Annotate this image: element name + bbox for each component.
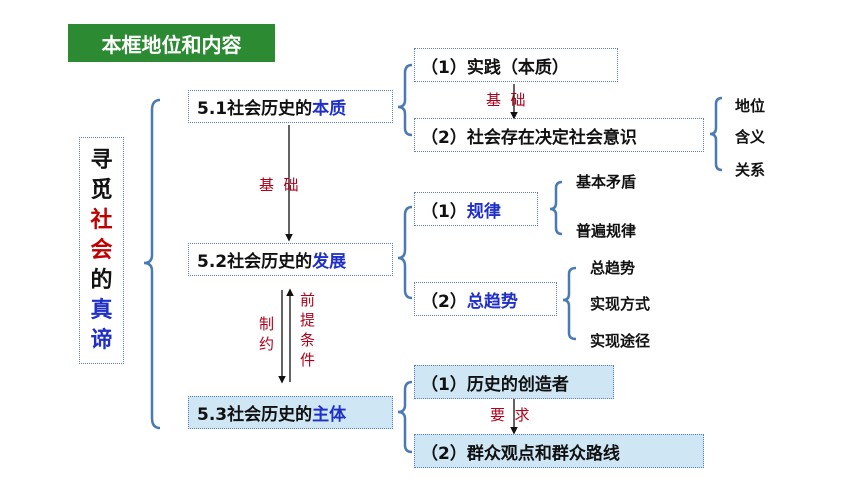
section-2: 5.2社会历史的发展 [188,243,393,276]
s1-link-label: 基 础 [486,91,526,109]
root-char: 社 [90,207,113,233]
root-node: 寻 觅 社 会 的 真 谛 [79,137,124,364]
s2-bracket [397,205,413,300]
section-1-key: 本质 [312,99,347,119]
s1-leaf: 含义 [735,128,766,146]
s2b-leaf: 总趋势 [590,259,636,277]
s2-s3-right-char: 提 [300,311,316,329]
root-char: 会 [90,237,113,263]
s2-item-trend: （2）总趋势 [414,282,557,316]
s1-item-text: 社会存在决定社会意识 [466,127,637,148]
page-title: 本框地位和内容 [68,24,275,62]
root-char: 真 [90,297,113,323]
s1-item-text: 实践（本质） [466,57,569,78]
s1-leaf: 关系 [735,161,766,179]
s2a-leaf: 基本矛盾 [576,173,637,191]
s3-link-label: 要 求 [490,406,530,424]
s2-item-text: 总趋势 [466,291,518,312]
root-char: 寻 [90,147,113,173]
section-1-prefix: 5.1社会历史的 [197,99,313,119]
s3-item-text: 群众观点和群众路线 [466,443,620,464]
s1-item-existence: （2）社会存在决定社会意识 [414,118,704,152]
s3-item-creator: （1）历史的创造者 [414,365,614,399]
s3-item-num: （1） [421,374,467,395]
s2-item-law: （1）规律 [414,192,538,226]
s3-item-mass-line: （2）群众观点和群众路线 [414,434,704,468]
s2-item-text: 规律 [466,201,501,222]
s2b-bracket [562,266,577,341]
root-char: 觅 [90,177,113,203]
s1-item-num: （2） [421,127,467,148]
s2a-bracket [549,180,563,236]
section-3-prefix: 5.3社会历史的 [197,405,313,425]
s2-item-num: （1） [421,201,467,222]
s1-s2-link-label: 基 础 [259,176,299,194]
root-bracket [143,98,161,430]
section-1: 5.1社会历史的本质 [188,90,393,123]
s1-item-practice: （1）实践（本质） [414,48,618,82]
s2-s3-left-char: 约 [259,335,275,353]
s2-s3-right-char: 件 [300,351,316,369]
s2-s3-right-char: 前 [300,291,316,309]
s1-leaf: 地位 [735,97,766,115]
s3-item-text: 历史的创造者 [466,374,569,395]
s2b-leaf: 实现方式 [590,295,651,313]
s2-s3-left-char: 制 [259,315,275,333]
s1-bracket [397,63,413,137]
s1-item-num: （1） [421,57,467,78]
root-char: 谛 [90,327,113,353]
root-char: 的 [90,267,113,293]
s3-bracket [397,380,413,454]
section-3: 5.3社会历史的主体 [188,396,393,429]
s2a-leaf: 普遍规律 [576,222,637,240]
s2-s3-right-char: 条 [300,331,316,349]
section-2-prefix: 5.2社会历史的 [197,252,313,272]
section-2-key: 发展 [312,252,347,272]
section-3-key: 主体 [312,405,347,425]
s2-item-num: （2） [421,291,467,312]
s3-item-num: （2） [421,443,467,464]
s2b-leaf: 实现途径 [590,332,651,350]
s2-s3-left-label: 制 约 [259,314,274,354]
s1-leaves-bracket [709,96,723,172]
s2-s3-right-label: 前 提 条 件 [300,290,315,370]
